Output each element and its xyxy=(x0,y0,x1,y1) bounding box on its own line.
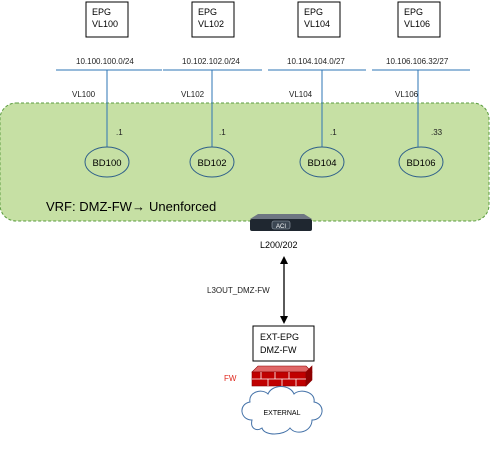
vrf-enforcement-label: Unenforced xyxy=(149,199,216,214)
gateway-label: .1 xyxy=(219,128,226,137)
firewall-top xyxy=(251,365,313,373)
epg-box xyxy=(397,1,441,38)
bridge-domain-label: BD104 xyxy=(307,158,336,169)
bridge-domain-bd104 xyxy=(299,146,345,178)
l3out-arrowhead-up xyxy=(280,256,288,264)
vrf-label: VRF: DMZ-FW xyxy=(46,199,133,214)
ext-epg-label-line1: EXT-EPG xyxy=(260,332,299,342)
gateway-label: .1 xyxy=(330,128,337,137)
bridge-domain-bd100 xyxy=(84,146,130,178)
epg-label-line1: EPG xyxy=(92,7,111,17)
bridge-domain-bd106 xyxy=(398,146,444,178)
ext-epg-label-line2: DMZ-FW xyxy=(260,345,297,355)
subnet-label: 10.100.100.0/24 xyxy=(76,57,134,66)
subnet-label: 10.104.104.0/27 xyxy=(287,57,345,66)
subnet-label: 10.102.102.0/24 xyxy=(182,57,240,66)
epg-box xyxy=(297,1,341,38)
firewall-icon xyxy=(251,365,313,387)
epg-group-vl104: EPG VL104 10.104.104.0/27 VL104 .1 BD104 xyxy=(268,1,366,178)
cloud-label: EXTERNAL xyxy=(264,410,301,417)
vrf-region xyxy=(0,102,490,222)
vrf-arrow: → xyxy=(132,199,145,214)
switch-top xyxy=(250,214,312,219)
firewall-side xyxy=(305,365,313,387)
bridge-domain-label: BD102 xyxy=(197,158,226,169)
l3out-label: L3OUT_DMZ-FW xyxy=(207,286,270,295)
cloud-icon xyxy=(241,386,323,435)
bridge-domain-label: BD100 xyxy=(92,158,121,169)
vlan-label: VL106 xyxy=(395,90,419,99)
leaf-switch-icon: ACI xyxy=(250,214,312,231)
l3out-arrowhead-down xyxy=(280,316,288,324)
epg-group-vl102: EPG VL102 10.102.102.0/24 VL102 .1 BD102 xyxy=(163,1,262,178)
firewall-label: FW xyxy=(224,374,237,383)
epg-box xyxy=(191,1,235,38)
epg-label-line1: EPG xyxy=(304,7,323,17)
vlan-label: VL104 xyxy=(289,90,313,99)
bridge-domain-label: BD106 xyxy=(406,158,435,169)
epg-box xyxy=(85,1,129,38)
epg-group-vl106: EPG VL106 10.106.106.32/27 VL106 .33 BD1… xyxy=(372,1,470,178)
switch-badge xyxy=(271,220,291,230)
leaf-label: L200/202 xyxy=(260,240,298,250)
epg-label-line2: VL102 xyxy=(198,19,224,29)
gateway-label: .1 xyxy=(116,128,123,137)
vlan-label: VL102 xyxy=(181,90,205,99)
subnet-label: 10.106.106.32/27 xyxy=(386,57,449,66)
epg-label-line1: EPG xyxy=(198,7,217,17)
epg-label-line2: VL104 xyxy=(304,19,330,29)
aci-icon-text: ACI xyxy=(276,224,286,230)
ext-epg-box xyxy=(252,325,315,362)
gateway-label: .33 xyxy=(431,128,443,137)
epg-label-line2: VL100 xyxy=(92,19,118,29)
vlan-label: VL100 xyxy=(72,90,96,99)
epg-label-line1: EPG xyxy=(404,7,423,17)
epg-label-line2: VL106 xyxy=(404,19,430,29)
epg-group-vl100: EPG VL100 10.100.100.0/24 VL100 .1 BD100 xyxy=(56,1,162,178)
bridge-domain-bd102 xyxy=(189,146,235,178)
